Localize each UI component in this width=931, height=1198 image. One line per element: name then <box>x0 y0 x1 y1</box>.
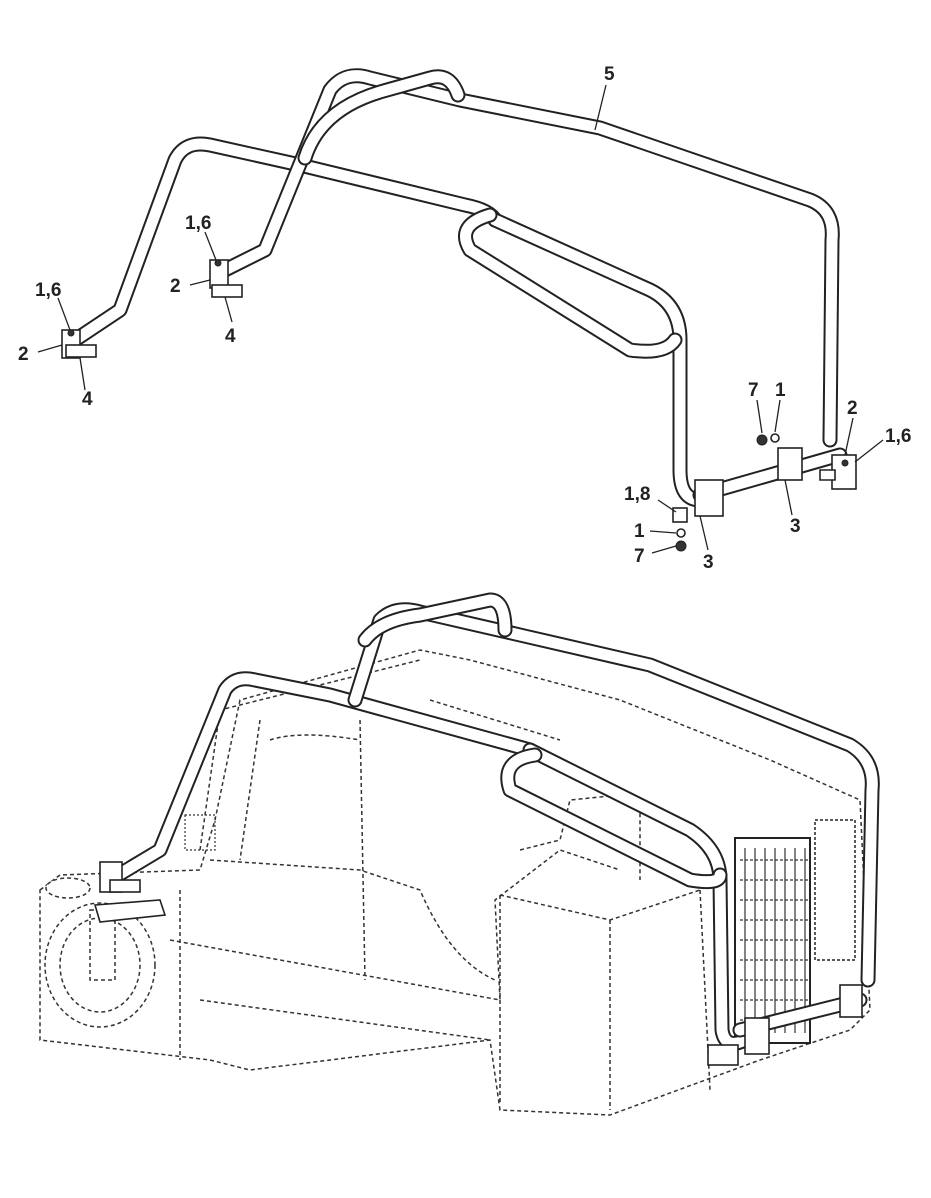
tube-handle-upper <box>297 69 466 166</box>
washer-1-bottom <box>676 528 686 538</box>
guard-assembly-exploded: 5 1,6 2 4 1,6 2 4 7 1 2 1,6 1,8 3 1 7 3 <box>18 64 911 573</box>
callout-7-top: 7 <box>748 380 759 401</box>
tube-loop-right <box>487 212 708 508</box>
installed-view <box>39 592 880 1116</box>
callout-4-mid: 4 <box>225 326 236 347</box>
installed-mount-right <box>707 984 863 1066</box>
leader-lines <box>37 84 884 554</box>
clamp-block-right <box>777 447 803 481</box>
mount-bracket-left <box>61 329 97 359</box>
clamp-block-left <box>672 479 724 523</box>
installed-tube-handle <box>357 592 513 648</box>
tube-grab-handle <box>458 207 683 359</box>
nut-7-bottom <box>675 540 687 552</box>
callout-1-bottom: 1 <box>634 521 645 542</box>
installed-tube-left-loop <box>102 671 538 888</box>
installed-mount-left <box>93 861 167 923</box>
callout-2-right: 2 <box>847 398 858 419</box>
callout-1-6-right: 1,6 <box>885 426 911 447</box>
callout-1-6-left: 1,6 <box>35 280 61 301</box>
callout-1-top: 1 <box>775 380 786 401</box>
callout-3-right: 3 <box>790 516 801 537</box>
callout-4-left: 4 <box>82 389 93 410</box>
callout-3-bottom: 3 <box>703 552 714 573</box>
mount-bracket-mid <box>209 259 243 298</box>
tube-frame-front <box>67 136 503 348</box>
callout-1-8: 1,8 <box>624 484 650 505</box>
nut-7-top <box>756 434 768 446</box>
callout-1-6-mid: 1,6 <box>185 213 211 234</box>
left-grille <box>184 814 216 851</box>
callout-2-mid: 2 <box>170 276 181 297</box>
callout-5: 5 <box>604 64 615 85</box>
mount-bracket-right <box>819 454 857 490</box>
callout-7-bottom: 7 <box>634 546 645 567</box>
callout-2-left: 2 <box>18 344 29 365</box>
installed-tube-grab <box>500 747 728 890</box>
installed-tube-rear-loop <box>347 602 880 988</box>
washer-1-top <box>770 433 780 443</box>
